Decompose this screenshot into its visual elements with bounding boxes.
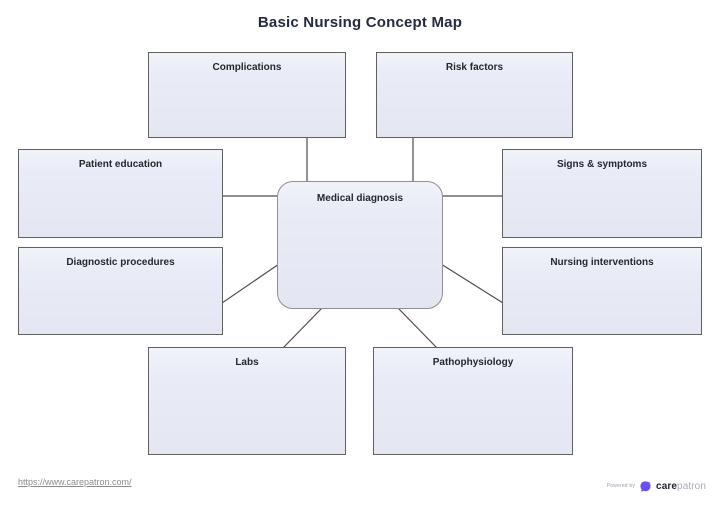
- node-label: Risk factors: [445, 62, 504, 73]
- node-label: Medical diagnosis: [316, 193, 404, 204]
- node-patient-education[interactable]: Patient education: [18, 149, 223, 238]
- node-label: Labs: [235, 357, 259, 368]
- brand-care: care: [656, 480, 678, 492]
- node-label: Nursing interventions: [550, 257, 654, 268]
- connector-diagnostic-center: [221, 263, 280, 304]
- connector-labs-center: [282, 306, 324, 349]
- carepatron-wordmark: carepatron: [656, 481, 706, 492]
- carepatron-logo-icon: [640, 480, 652, 492]
- node-diagnostic-procedures[interactable]: Diagnostic procedures: [18, 247, 223, 335]
- node-medical-diagnosis[interactable]: Medical diagnosis: [277, 181, 443, 309]
- node-nursing-interventions[interactable]: Nursing interventions: [502, 247, 702, 335]
- node-signs-symptoms[interactable]: Signs & symptoms: [502, 149, 702, 238]
- connector-pathophysiology-center: [396, 306, 438, 349]
- node-label: Diagnostic procedures: [66, 257, 175, 268]
- node-risk-factors[interactable]: Risk factors: [376, 52, 573, 138]
- node-pathophysiology[interactable]: Pathophysiology: [373, 347, 573, 455]
- page-title: Basic Nursing Concept Map: [257, 14, 463, 31]
- node-label: Complications: [212, 62, 282, 73]
- brand-patron: patron: [677, 480, 706, 492]
- connector-nursing-center: [440, 263, 504, 304]
- node-label: Patient education: [78, 159, 163, 170]
- node-complications[interactable]: Complications: [148, 52, 346, 138]
- node-label: Pathophysiology: [432, 357, 514, 368]
- footer-url-link[interactable]: https://www.carepatron.com/: [18, 477, 132, 487]
- powered-by-label: Powered by: [606, 483, 636, 489]
- powered-by-badge: Powered by carepatron: [607, 477, 706, 495]
- node-label: Signs & symptoms: [556, 159, 648, 170]
- node-labs[interactable]: Labs: [148, 347, 346, 455]
